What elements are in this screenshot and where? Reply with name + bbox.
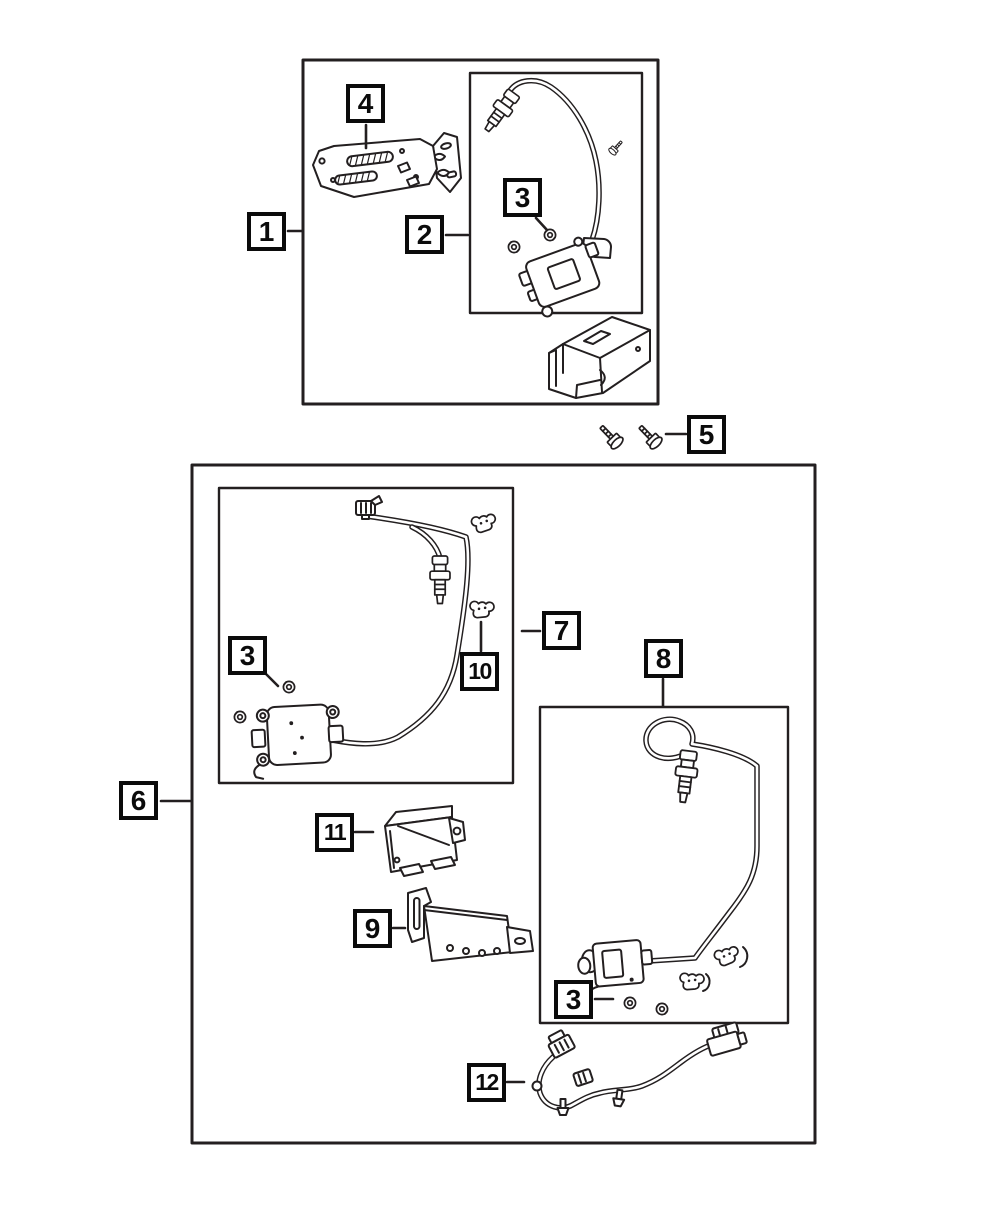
callout-4: 4 bbox=[346, 84, 385, 123]
callout-10-label: 10 bbox=[468, 658, 492, 684]
callout-leader-lines bbox=[159, 123, 688, 1084]
kit-box-1 bbox=[301, 58, 660, 406]
wiring-harness-part-12 bbox=[531, 1021, 748, 1116]
callout-2-label: 2 bbox=[416, 218, 433, 250]
callout-4-label: 4 bbox=[357, 87, 374, 119]
bracket-part-11 bbox=[384, 805, 466, 877]
callout-8: 8 bbox=[644, 639, 683, 678]
kit-box-2 bbox=[468, 71, 644, 315]
module-cover-part bbox=[548, 316, 651, 399]
kit-box-8 bbox=[538, 705, 790, 1025]
nox-sensor-part-3-top bbox=[478, 81, 626, 318]
callout-1-label: 1 bbox=[258, 215, 275, 247]
callout-11: 11 bbox=[315, 813, 354, 852]
bracket-part-9 bbox=[407, 887, 534, 962]
callout-1: 1 bbox=[247, 212, 286, 251]
hex-bolts-part-5 bbox=[595, 420, 665, 452]
kit-box-7 bbox=[217, 486, 515, 785]
callout-3-top: 3 bbox=[503, 178, 542, 217]
callout-3-top-label: 3 bbox=[514, 181, 531, 213]
nox-sensor-kit-part-8 bbox=[577, 719, 757, 1016]
callout-3-bottom-label: 3 bbox=[565, 983, 582, 1015]
callout-5-label: 5 bbox=[698, 418, 715, 450]
callout-12-label: 12 bbox=[475, 1069, 499, 1095]
callout-9-label: 9 bbox=[364, 912, 381, 944]
callout-6-label: 6 bbox=[130, 784, 147, 816]
callout-3-mid-label: 3 bbox=[239, 639, 256, 671]
callout-8-label: 8 bbox=[655, 642, 672, 674]
connector-plug bbox=[355, 495, 383, 520]
callout-3-bottom: 3 bbox=[554, 980, 593, 1019]
harness-clip-part-10 bbox=[468, 599, 496, 621]
callout-9: 9 bbox=[353, 909, 392, 948]
callout-5: 5 bbox=[687, 415, 726, 454]
harness-clip bbox=[469, 512, 498, 535]
nox-sensor-kit-part-7 bbox=[233, 495, 498, 780]
callout-7-label: 7 bbox=[553, 614, 570, 646]
callout-6: 6 bbox=[119, 781, 158, 820]
callout-10: 10 bbox=[460, 652, 499, 691]
callout-7: 7 bbox=[542, 611, 581, 650]
callout-11-label: 11 bbox=[323, 819, 347, 845]
kit-box-6 bbox=[190, 463, 817, 1145]
callout-12: 12 bbox=[467, 1063, 506, 1102]
callout-2: 2 bbox=[405, 215, 444, 254]
mounting-bracket-part-4 bbox=[312, 132, 462, 198]
callout-3-mid: 3 bbox=[228, 636, 267, 675]
